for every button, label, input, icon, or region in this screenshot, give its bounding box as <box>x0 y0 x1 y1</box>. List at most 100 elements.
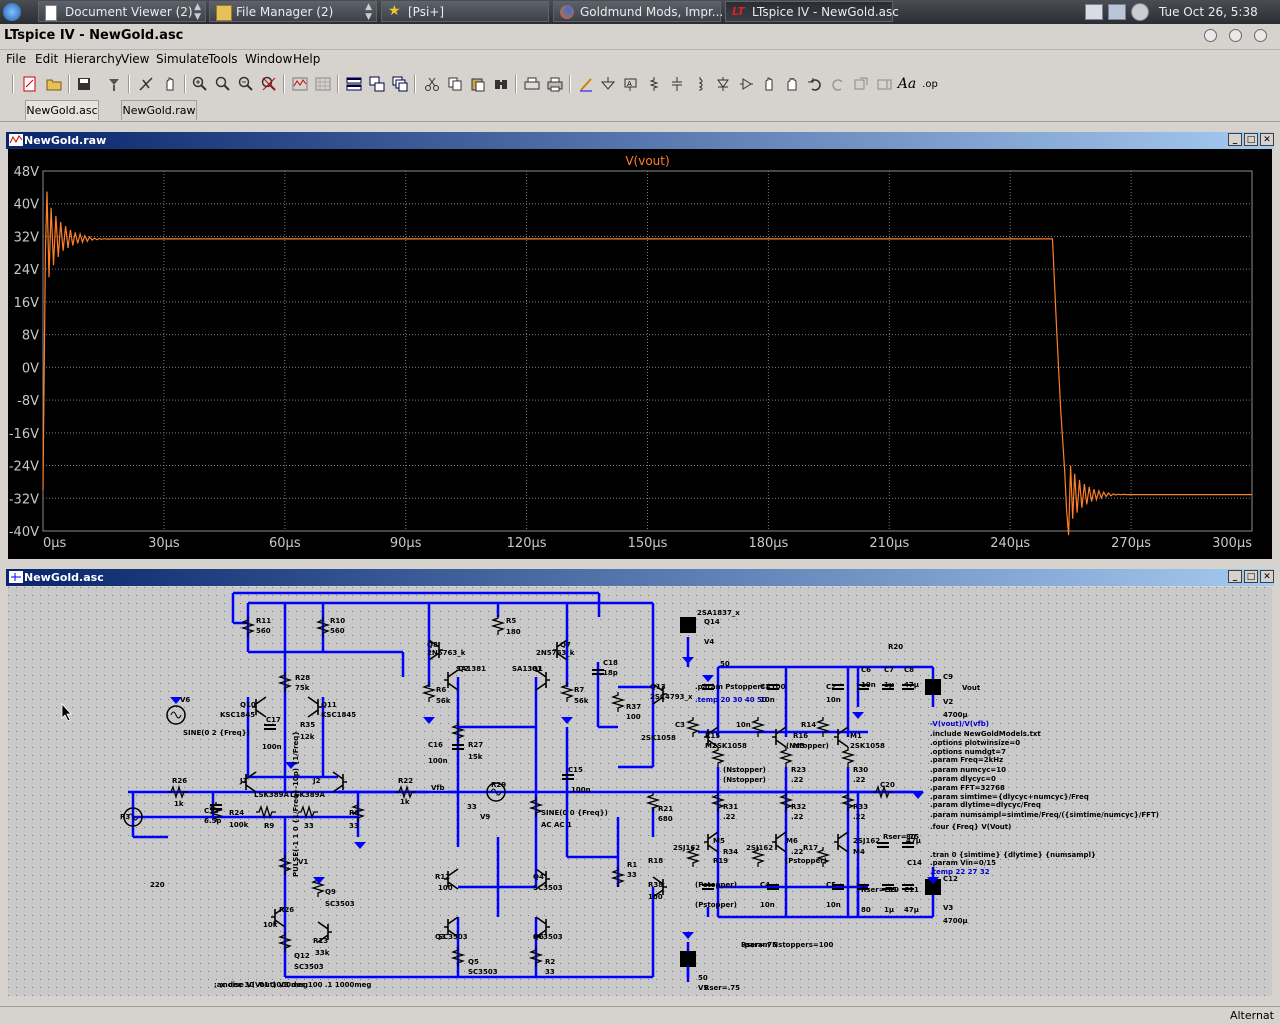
tray-settings-icon[interactable] <box>1131 3 1149 21</box>
ground-icon <box>313 877 325 884</box>
redo-icon[interactable] <box>828 74 848 94</box>
tile-horizontal-icon[interactable] <box>344 74 364 94</box>
task-document-viewer[interactable]: Document Viewer (2) ▲▼ <box>38 1 206 22</box>
cut-icon[interactable] <box>422 74 442 94</box>
capacitor-symbol <box>832 884 844 890</box>
schematic-label: SINE(0 2 {Freq}) <box>183 729 250 737</box>
menu-simulate[interactable]: Simulate <box>156 52 210 66</box>
window-minimize-button[interactable]: _ <box>1228 133 1242 146</box>
capacitor-symbol <box>882 884 894 890</box>
window-maximize-button[interactable]: □ <box>1244 133 1258 146</box>
y-tick-label: 24V <box>14 263 40 278</box>
resistor-symbol <box>277 672 293 692</box>
menu-edit[interactable]: Edit <box>35 52 59 66</box>
schematic-label: C7 <box>884 666 894 674</box>
schematic-label: 100n <box>571 786 591 794</box>
autorange-icon[interactable] <box>290 74 310 94</box>
schematic-window-titlebar[interactable]: NewGold.asc _ □ ✕ <box>6 569 1274 586</box>
run-icon[interactable] <box>136 74 156 94</box>
y-tick-label: -16V <box>9 427 39 442</box>
move-icon[interactable] <box>759 74 779 94</box>
task-file-manager[interactable]: File Manager (2) ▲▼ <box>209 1 377 22</box>
ac-source-symbol <box>123 807 143 827</box>
pan-icon[interactable] <box>213 74 233 94</box>
draw-wire-icon[interactable] <box>576 74 596 94</box>
zoom-fit-icon[interactable] <box>259 74 279 94</box>
close-button[interactable] <box>1254 29 1267 42</box>
schematic-label: 10n <box>736 721 751 729</box>
window-maximize-button[interactable]: □ <box>1244 570 1258 583</box>
drag-icon[interactable] <box>782 74 802 94</box>
x-tick-label: 60µs <box>269 536 301 551</box>
app-title: LTspice IV - NewGold.asc <box>4 28 184 43</box>
start-menu-icon[interactable] <box>3 3 21 21</box>
tile-vertical-icon[interactable] <box>390 74 410 94</box>
text-icon[interactable]: Aa <box>897 76 917 92</box>
resistor-symbol <box>396 784 416 800</box>
save-icon[interactable] <box>74 74 94 94</box>
y-tick-label: 32V <box>14 230 40 245</box>
spice-directive-icon[interactable]: .op <box>922 78 938 90</box>
label-net-icon[interactable]: A <box>621 74 641 94</box>
control-panel-icon[interactable] <box>104 74 124 94</box>
series-line-vout <box>42 191 1252 536</box>
window-minimize-button[interactable]: _ <box>1228 570 1242 583</box>
ground-icon <box>702 675 714 682</box>
toolbar-separator <box>337 75 339 93</box>
task-ltspice[interactable]: LT LTspice IV - NewGold.asc <box>725 1 899 22</box>
schematic-drawing[interactable]: R11560R10560Q82N5763_kR5180Q72N5763_kC18… <box>8 587 1272 996</box>
menu-window[interactable]: Window <box>245 52 293 66</box>
cascade-icon[interactable] <box>367 74 387 94</box>
transistor-symbol <box>704 726 719 748</box>
schematic-label: SC3503 <box>468 968 498 976</box>
task-psi[interactable]: ★ [Psi+] <box>381 1 549 22</box>
inductor-icon[interactable] <box>690 74 710 94</box>
tray-network-icon[interactable] <box>1108 4 1126 20</box>
mirror-icon[interactable] <box>874 74 894 94</box>
resistor-icon[interactable] <box>644 74 664 94</box>
zoom-in-icon[interactable] <box>190 74 210 94</box>
menu-hierarchy[interactable]: Hierarchy <box>64 52 123 66</box>
menu-file[interactable]: File <box>6 52 27 66</box>
schematic-label: 100n <box>262 743 282 751</box>
schematic-label: R33 <box>853 803 868 811</box>
rotate-icon[interactable] <box>851 74 871 94</box>
tab-newgold-asc[interactable]: NewGold.asc <box>25 100 99 120</box>
capacitor-icon[interactable] <box>667 74 687 94</box>
new-schematic-icon[interactable] <box>20 74 40 94</box>
component-icon[interactable] <box>736 74 756 94</box>
maximize-button[interactable] <box>1229 29 1242 42</box>
schematic-label: (Nstopper) <box>786 742 829 750</box>
tab-newgold-raw[interactable]: NewGold.raw <box>121 100 197 120</box>
diode-icon[interactable] <box>713 74 733 94</box>
paste-icon[interactable] <box>468 74 488 94</box>
menu-view[interactable]: View <box>121 52 150 66</box>
schematic-label: V1 <box>298 858 308 866</box>
tray-mail-icon[interactable] <box>1085 4 1103 20</box>
resistor-symbol <box>685 717 701 737</box>
halt-icon[interactable] <box>160 74 180 94</box>
menu-help[interactable]: Help <box>293 52 321 66</box>
task-firefox[interactable]: Goldmund Mods, Impr... <box>553 1 723 22</box>
print-setup-icon[interactable] <box>522 74 542 94</box>
open-folder-icon[interactable] <box>44 74 64 94</box>
waveform-window-titlebar[interactable]: NewGold.raw _ □ ✕ <box>6 132 1274 149</box>
window-close-button[interactable]: ✕ <box>1260 570 1274 583</box>
ground-icon <box>927 877 939 884</box>
window-close-button[interactable]: ✕ <box>1260 133 1274 146</box>
grid-icon[interactable] <box>313 74 333 94</box>
copy-icon[interactable] <box>445 74 465 94</box>
schematic-label: C4 <box>760 881 770 889</box>
undo-icon[interactable] <box>805 74 825 94</box>
menu-tools[interactable]: Tools <box>208 52 238 66</box>
find-icon[interactable] <box>491 74 511 94</box>
minimize-button[interactable] <box>1204 29 1217 42</box>
print-icon[interactable] <box>545 74 565 94</box>
schematic-label: 50 <box>720 660 730 668</box>
zoom-out-icon[interactable] <box>236 74 256 94</box>
ground-icon[interactable] <box>598 74 618 94</box>
capacitor-symbol <box>882 684 894 690</box>
